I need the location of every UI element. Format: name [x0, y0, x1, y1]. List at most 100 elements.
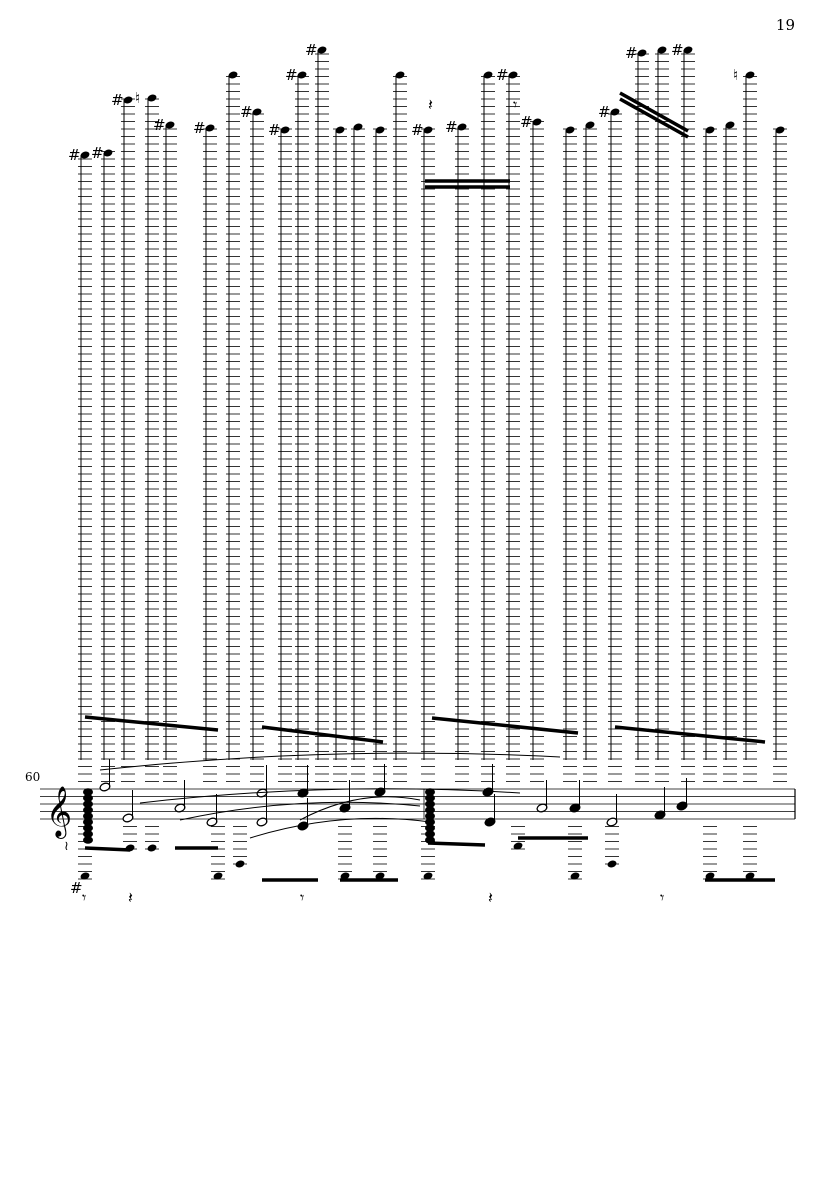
chord-note-head — [425, 824, 435, 832]
note-head — [657, 46, 667, 54]
treble-clef-icon: 𝄞 — [46, 786, 72, 839]
sharp-icon: # — [153, 116, 166, 134]
note-head — [252, 108, 262, 116]
sharp-icon: # — [625, 44, 638, 62]
slur — [139, 788, 521, 804]
note-head — [457, 123, 467, 131]
rest-icon: 𝄽 — [128, 888, 133, 907]
note-head — [725, 121, 735, 129]
note-head — [213, 872, 223, 880]
measure-number: 60 — [25, 770, 41, 784]
note-head — [147, 94, 157, 102]
note-head — [508, 71, 518, 79]
chord-note-head — [425, 812, 435, 820]
beam — [427, 841, 486, 847]
sharp-icon: # — [240, 103, 253, 121]
sharp-icon: # — [193, 119, 206, 137]
chord-note-head — [425, 800, 435, 808]
rest-icon: 𝄾 — [513, 95, 517, 114]
note-head — [423, 872, 433, 880]
note-head — [683, 46, 693, 54]
beam — [614, 725, 766, 744]
chord-note-head — [83, 806, 93, 814]
page-number: 19 — [775, 16, 795, 34]
note-head — [513, 842, 523, 850]
sharp-icon: # — [496, 66, 509, 84]
sharp-icon: # — [520, 113, 533, 131]
beam — [619, 91, 689, 133]
chord-note-head — [83, 836, 93, 844]
rest-icon: 𝄾 — [660, 888, 664, 907]
sharp-icon: # — [268, 121, 281, 139]
note-head — [532, 118, 542, 126]
note-head — [335, 126, 345, 134]
sharp-icon: # — [411, 121, 424, 139]
chord-note-head — [425, 788, 435, 796]
note-head — [297, 71, 307, 79]
sharp-icon: # — [111, 91, 124, 109]
sharp-icon: # — [285, 66, 298, 84]
sharp-icon: # — [305, 41, 318, 59]
note-head — [610, 108, 620, 116]
slur — [249, 817, 431, 839]
note-head — [423, 126, 433, 134]
chord-note-head — [83, 812, 93, 820]
beam — [84, 715, 219, 732]
note-head — [705, 126, 715, 134]
chord-note-head — [83, 794, 93, 802]
slur — [179, 801, 421, 821]
chord-note-head — [425, 806, 435, 814]
note-head — [375, 872, 385, 880]
natural-icon: ♮ — [135, 89, 140, 107]
note-head — [353, 123, 363, 131]
note-head — [235, 860, 245, 868]
slur — [299, 796, 421, 821]
rest-icon: 𝄽 — [488, 888, 493, 907]
note-head — [395, 71, 405, 79]
note-head — [123, 96, 133, 104]
sharp-icon: # — [70, 879, 83, 897]
note-head — [375, 126, 385, 134]
note-head — [80, 151, 90, 159]
rest-icon: 𝄾 — [82, 888, 86, 907]
note-head — [637, 49, 647, 57]
note-head — [340, 872, 350, 880]
sharp-icon: # — [445, 118, 458, 136]
sharp-icon: # — [671, 41, 684, 59]
note-head — [228, 71, 238, 79]
note-head — [570, 872, 580, 880]
slur — [99, 752, 561, 771]
note-head — [147, 844, 157, 852]
rest-icon: 𝄾 — [300, 888, 304, 907]
sharp-icon: # — [91, 144, 104, 162]
note-head — [483, 71, 493, 79]
chord-note-head — [83, 818, 93, 826]
sharp-icon: # — [68, 146, 81, 164]
beam — [261, 725, 384, 744]
arpeggio-icon: ≀ — [64, 839, 69, 854]
note-head — [165, 121, 175, 129]
chord-note-head — [425, 794, 435, 802]
beam — [619, 97, 689, 139]
note-head — [317, 46, 327, 54]
note-head — [607, 860, 617, 868]
natural-icon: ♮ — [733, 66, 738, 84]
beam — [84, 846, 131, 852]
rest-icon: 𝄽 — [428, 95, 433, 114]
note-head — [80, 872, 90, 880]
chord-note-head — [425, 830, 435, 838]
chord-note-head — [83, 830, 93, 838]
note-head — [280, 126, 290, 134]
chord-note-head — [83, 800, 93, 808]
chord-note-head — [83, 788, 93, 796]
chord-note-head — [83, 824, 93, 832]
note-head — [775, 126, 785, 134]
note-head — [745, 872, 755, 880]
beam — [431, 716, 579, 735]
note-head — [103, 149, 113, 157]
note-head — [205, 124, 215, 132]
note-head — [705, 872, 715, 880]
note-head — [745, 71, 755, 79]
sharp-icon: # — [598, 103, 611, 121]
